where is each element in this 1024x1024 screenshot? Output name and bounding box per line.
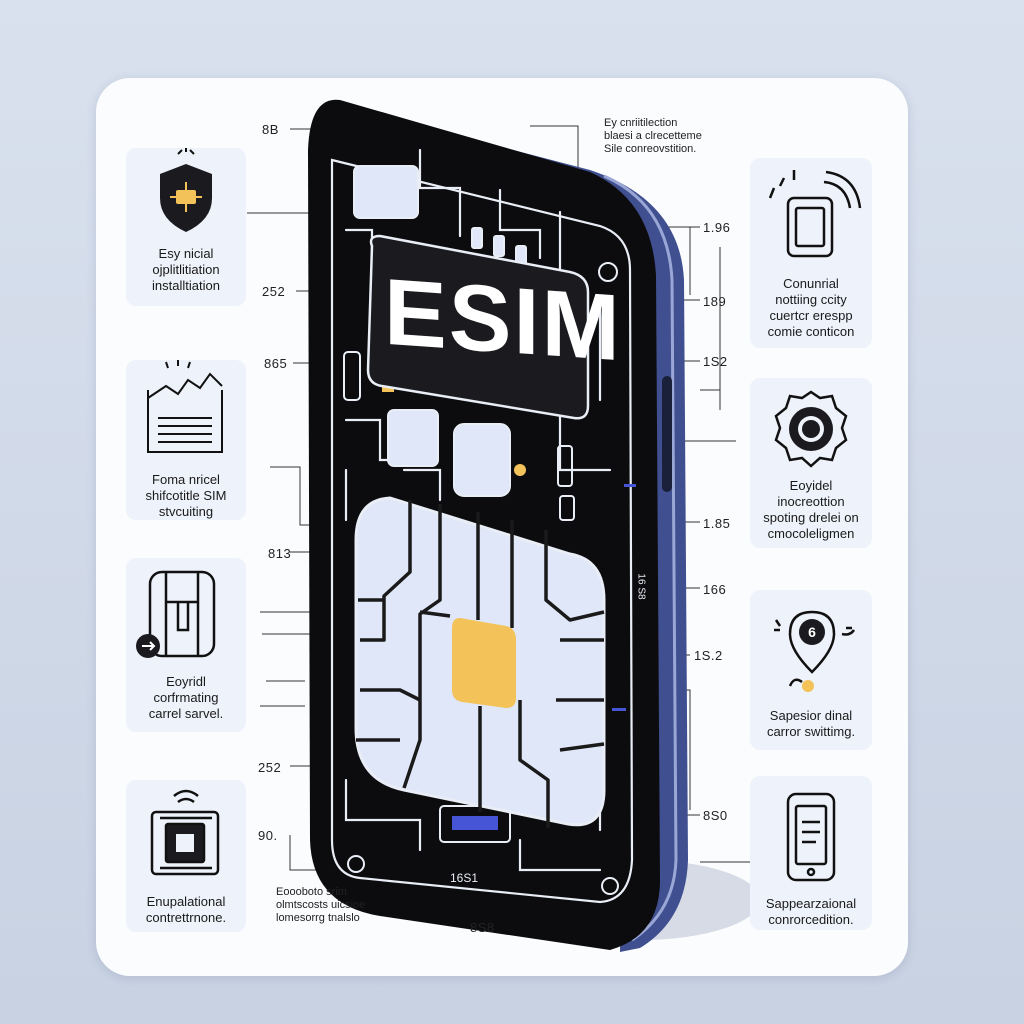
dim-label: 865 [264, 356, 288, 371]
phone-signal-icon [768, 170, 862, 258]
shield-chip-icon [160, 148, 212, 232]
phone-bottom-label: 16S1 [450, 871, 479, 885]
wireless-chip-icon [150, 789, 220, 876]
document-chart-icon [147, 360, 223, 453]
dim-label: 8S8 [470, 920, 495, 935]
esim-title: ESIM [384, 258, 622, 381]
chip-contact-gold [452, 618, 516, 708]
svg-text:6: 6 [808, 624, 816, 640]
location-pin-icon: 6 [774, 610, 856, 692]
dim-label: 8S0 [703, 808, 728, 823]
dim-label: 1.96 [703, 220, 731, 235]
sim-card-icon [136, 570, 216, 658]
esim-plate [366, 234, 590, 420]
dim-label: 1.85 [703, 516, 731, 531]
phone-side-label: 16 S8 [635, 573, 647, 600]
dim-label: 189 [703, 294, 727, 309]
shutter-ring-icon [774, 390, 848, 468]
dim-label: 813 [268, 546, 292, 561]
dim-label: 166 [703, 582, 727, 597]
dim-label: 252 [262, 284, 286, 299]
dim-label: 90. [258, 828, 278, 843]
side-button [662, 376, 672, 492]
dim-label: 252 [258, 760, 282, 775]
dim-label: 1S.2 [694, 648, 723, 663]
dim-label: 1S2 [703, 354, 728, 369]
dim-label: 8B [262, 122, 279, 137]
smartphone-icon [786, 792, 836, 882]
